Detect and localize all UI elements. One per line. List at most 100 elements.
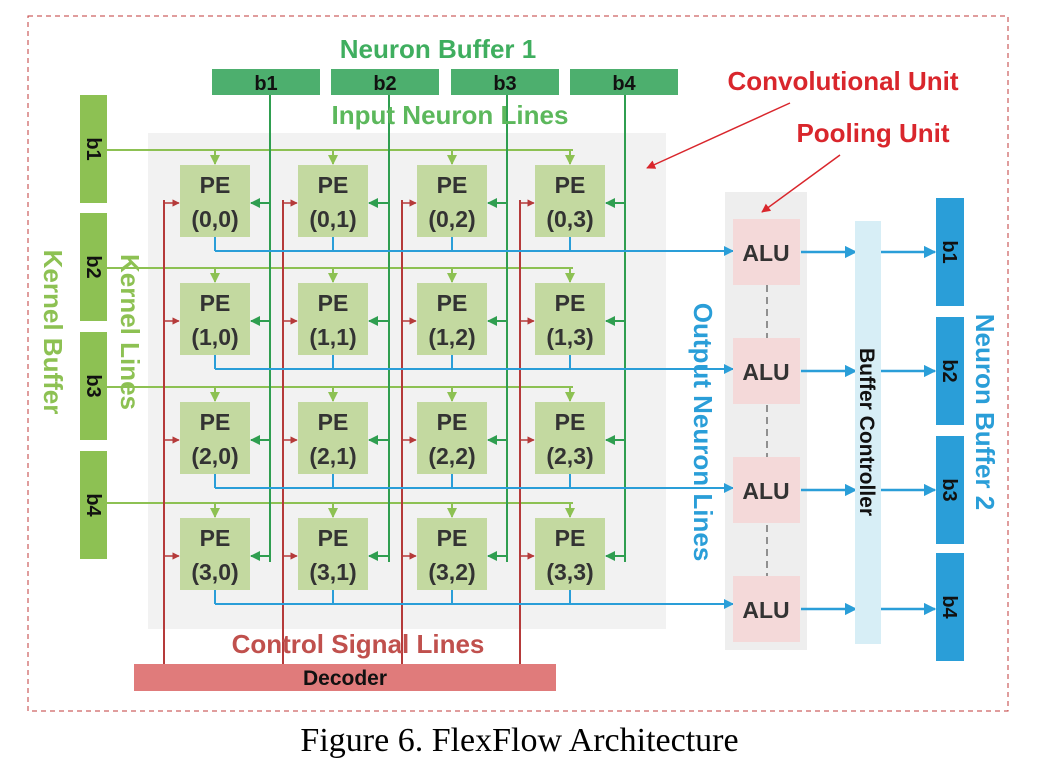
pe-array: PE(0,0)PE(0,1)PE(0,2)PE(0,3)PE(1,0)PE(1,…: [180, 165, 605, 590]
pooling-unit-label: Pooling Unit: [796, 118, 949, 148]
processing-element: PE(1,2): [417, 283, 487, 355]
neuron-buffer-2: b1 b2 b3 b4: [936, 198, 964, 661]
alu-column: ALU ALU ALU ALU: [733, 219, 937, 642]
processing-element: PE (3,2): [417, 518, 487, 590]
pe-coordinate: (1,3): [546, 324, 593, 350]
convolutional-unit-label: Convolutional Unit: [727, 66, 958, 96]
pe-label: PE: [555, 525, 586, 551]
processing-element: PE(2,2): [417, 402, 487, 474]
pe-coordinate: (2,2): [428, 443, 475, 469]
alu-label: ALU: [742, 478, 789, 504]
pe-label: PE: [318, 172, 349, 198]
neuron-buffer-2-bank: [936, 198, 964, 306]
pe-coordinate: (0,1): [309, 206, 356, 232]
neuron-buffer-1-bank: [451, 69, 559, 95]
pe-label: PE: [437, 290, 468, 316]
kernel-buffer-bank-label: b2: [82, 255, 104, 278]
pe-coordinate: (2,1): [309, 443, 356, 469]
processing-element: PE (3,3): [535, 518, 605, 590]
pe-coordinate: (3,3): [546, 559, 593, 585]
neuron-buffer-2-bank: [936, 436, 964, 544]
neuron-buffer-2-bank-label: b1: [938, 240, 960, 263]
pe-label: PE: [555, 409, 586, 435]
processing-element: PE (1,3): [535, 283, 605, 355]
neuron-buffer-1-bank: [212, 69, 320, 95]
buffer-controller: [855, 221, 881, 644]
pe-box: [180, 402, 250, 474]
kernel-lines-label: Kernel Lines: [115, 254, 145, 410]
kernel-buffer-bank: [80, 95, 107, 203]
processing-element: PE (3,0): [180, 518, 250, 590]
processing-element: PE(2,0): [180, 402, 250, 474]
neuron-buffer-2-bank-label: b3: [938, 478, 960, 501]
neuron-buffer-1-bank-label: b3: [493, 73, 516, 95]
neuron-buffer-1-bank-label: b4: [612, 73, 636, 95]
processing-element: PE (1,0): [180, 283, 250, 355]
pe-label: PE: [318, 290, 349, 316]
pe-label: PE: [318, 525, 349, 551]
alu-label: ALU: [742, 359, 789, 385]
neuron-buffer-2-bank-label: b4: [938, 595, 960, 619]
pe-box: [417, 518, 487, 590]
kernel-buffer-bank-label: b3: [82, 374, 104, 397]
neuron-buffer-1: b1 b2 b3 b4: [212, 69, 678, 95]
buffer-controller-label: Buffer Controller: [855, 348, 878, 516]
pe-box: [298, 165, 368, 237]
neuron-buffer-1-bank: [570, 69, 678, 95]
pe-coordinate: (2,3): [546, 443, 593, 469]
processing-element: PE (0,0): [180, 165, 250, 237]
neuron-buffer-2-bank: [936, 317, 964, 425]
pe-coordinate: (1,1): [309, 324, 356, 350]
alu: [733, 576, 800, 642]
figure-caption: Figure 6. FlexFlow Architecture: [300, 722, 739, 759]
processing-element: PE(3,1): [298, 518, 368, 590]
alu-label: ALU: [742, 597, 789, 623]
processing-element: PE (2,1): [298, 402, 368, 474]
neuron-buffer-2-bank-label: b2: [938, 359, 960, 382]
pe-label: PE: [200, 290, 231, 316]
pe-coordinate: (3,2): [428, 559, 475, 585]
pe-label: PE: [200, 409, 231, 435]
pe-box: [417, 165, 487, 237]
pe-box: [298, 402, 368, 474]
pe-coordinate: (3,0): [191, 559, 238, 585]
pe-box: [417, 283, 487, 355]
pe-label: PE: [437, 172, 468, 198]
pe-box: [180, 518, 250, 590]
neuron-buffer-1-bank: [331, 69, 439, 95]
alu: [733, 338, 800, 404]
pe-coordinate: (0,3): [546, 206, 593, 232]
kernel-buffer-bank: [80, 451, 107, 559]
pe-box: [417, 402, 487, 474]
processing-element: PE(0,2): [417, 165, 487, 237]
neuron-buffer-1-bank-label: b1: [254, 73, 277, 95]
processing-element: PE (2,3): [535, 402, 605, 474]
pe-box: [180, 165, 250, 237]
decoder-label: Decoder: [303, 667, 387, 690]
output-neuron-lines-label: Output Neuron Lines: [688, 303, 718, 562]
alu-label: ALU: [742, 240, 789, 266]
pe-label: PE: [437, 525, 468, 551]
pe-label: PE: [200, 525, 231, 551]
alu: [733, 457, 800, 523]
pe-box: [298, 518, 368, 590]
processing-element: PE (0,3): [535, 165, 605, 237]
pe-box: [180, 283, 250, 355]
pe-label: PE: [318, 409, 349, 435]
decoder: [134, 664, 556, 691]
pe-label: PE: [200, 172, 231, 198]
neuron-buffer-2-bank: [936, 553, 964, 661]
pe-label: PE: [555, 290, 586, 316]
pe-coordinate: (0,0): [191, 206, 238, 232]
pe-box: [535, 518, 605, 590]
input-neuron-lines-label: Input Neuron Lines: [332, 100, 569, 130]
neuron-buffer-1-title: Neuron Buffer 1: [340, 34, 536, 64]
pe-coordinate: (1,0): [191, 324, 238, 350]
pooling-unit-pointer: [761, 154, 841, 213]
pe-label: PE: [555, 172, 586, 198]
neuron-buffer-1-bank-label: b2: [373, 73, 396, 95]
pe-box: [298, 283, 368, 355]
processing-element: PE (0,1): [298, 165, 368, 237]
